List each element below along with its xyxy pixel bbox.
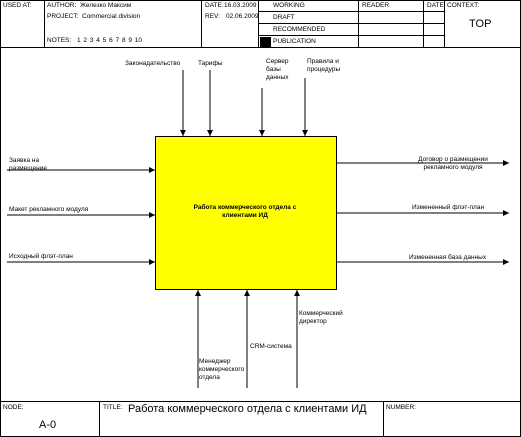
footer-title: Работа коммерческого отдела с клиентами …: [128, 403, 367, 415]
control-label-db-server: Сервер базы данных: [266, 58, 289, 81]
publication-marker: [260, 37, 271, 47]
control-label-rules: Правила и процедуры: [307, 58, 341, 73]
mechanism-label-director: Коммерческий директор: [299, 310, 343, 325]
status-draft: DRAFT: [273, 14, 295, 21]
footer-divider: [383, 401, 384, 437]
output-label-flatplan: Измененный флэт-план: [412, 204, 485, 211]
rev-value: 02.06.2009: [226, 13, 259, 20]
activity-box[interactable]: [155, 136, 337, 290]
control-label-law: Законадательство: [125, 60, 181, 67]
context-value: TOP: [469, 18, 492, 30]
status-working: WORKING: [273, 2, 305, 9]
header-divider: [444, 0, 445, 47]
input-label-request: Заявка на размещение: [9, 157, 47, 172]
activity-title: Работа коммерческого отдела с клиентами …: [193, 204, 297, 219]
mechanism-label-manager: Менеджер коммерческого отдела: [199, 358, 245, 381]
header-row-line: [258, 11, 444, 12]
number-label: NUMBER:: [386, 404, 416, 411]
header-row-line: [258, 35, 444, 36]
rev-label: REV:: [205, 13, 220, 20]
reader-date-label: DATE: [427, 2, 444, 9]
output-label-database: Измененная база данных: [409, 254, 487, 261]
status-publication: PUBLICATION: [273, 38, 316, 45]
node-value: A-0: [39, 419, 57, 431]
date-label: DATE:: [205, 2, 224, 9]
reader-label: READER: [362, 2, 390, 9]
date-value: 16.03.2009: [224, 2, 257, 9]
status-recommended: RECOMMENDED: [273, 26, 326, 33]
node-label: NODE:: [3, 404, 24, 411]
control-label-tariffs: Тарифы: [198, 60, 223, 67]
project-label: PROJECT:: [47, 13, 79, 20]
notes-value: 1 2 3 4 5 6 7 8 9 10: [77, 37, 143, 44]
footer-top-line: [0, 401, 521, 402]
input-label-flatplan: Исходный флэт-план: [9, 253, 73, 260]
project-value: Commercial division: [82, 13, 141, 20]
footer-divider: [99, 401, 100, 437]
header-bottom-line: [0, 47, 521, 48]
context-label: CONTEXT:: [447, 2, 480, 9]
header-divider: [201, 0, 202, 47]
output-label-contract: Договор о размещении рекламного модуля: [418, 156, 488, 171]
author-label: AUTHOR:: [47, 2, 77, 9]
mechanism-label-crm: CRM-система: [250, 343, 292, 350]
used-at-label: USED AT:: [3, 2, 32, 9]
header-divider: [44, 0, 45, 47]
header-row-line: [258, 23, 444, 24]
input-label-layout: Макет рекламного модуля: [9, 206, 89, 213]
title-label: TITLE:: [103, 404, 123, 411]
notes-label: NOTES:: [47, 37, 72, 44]
author-value: Железко Максим: [80, 2, 132, 9]
